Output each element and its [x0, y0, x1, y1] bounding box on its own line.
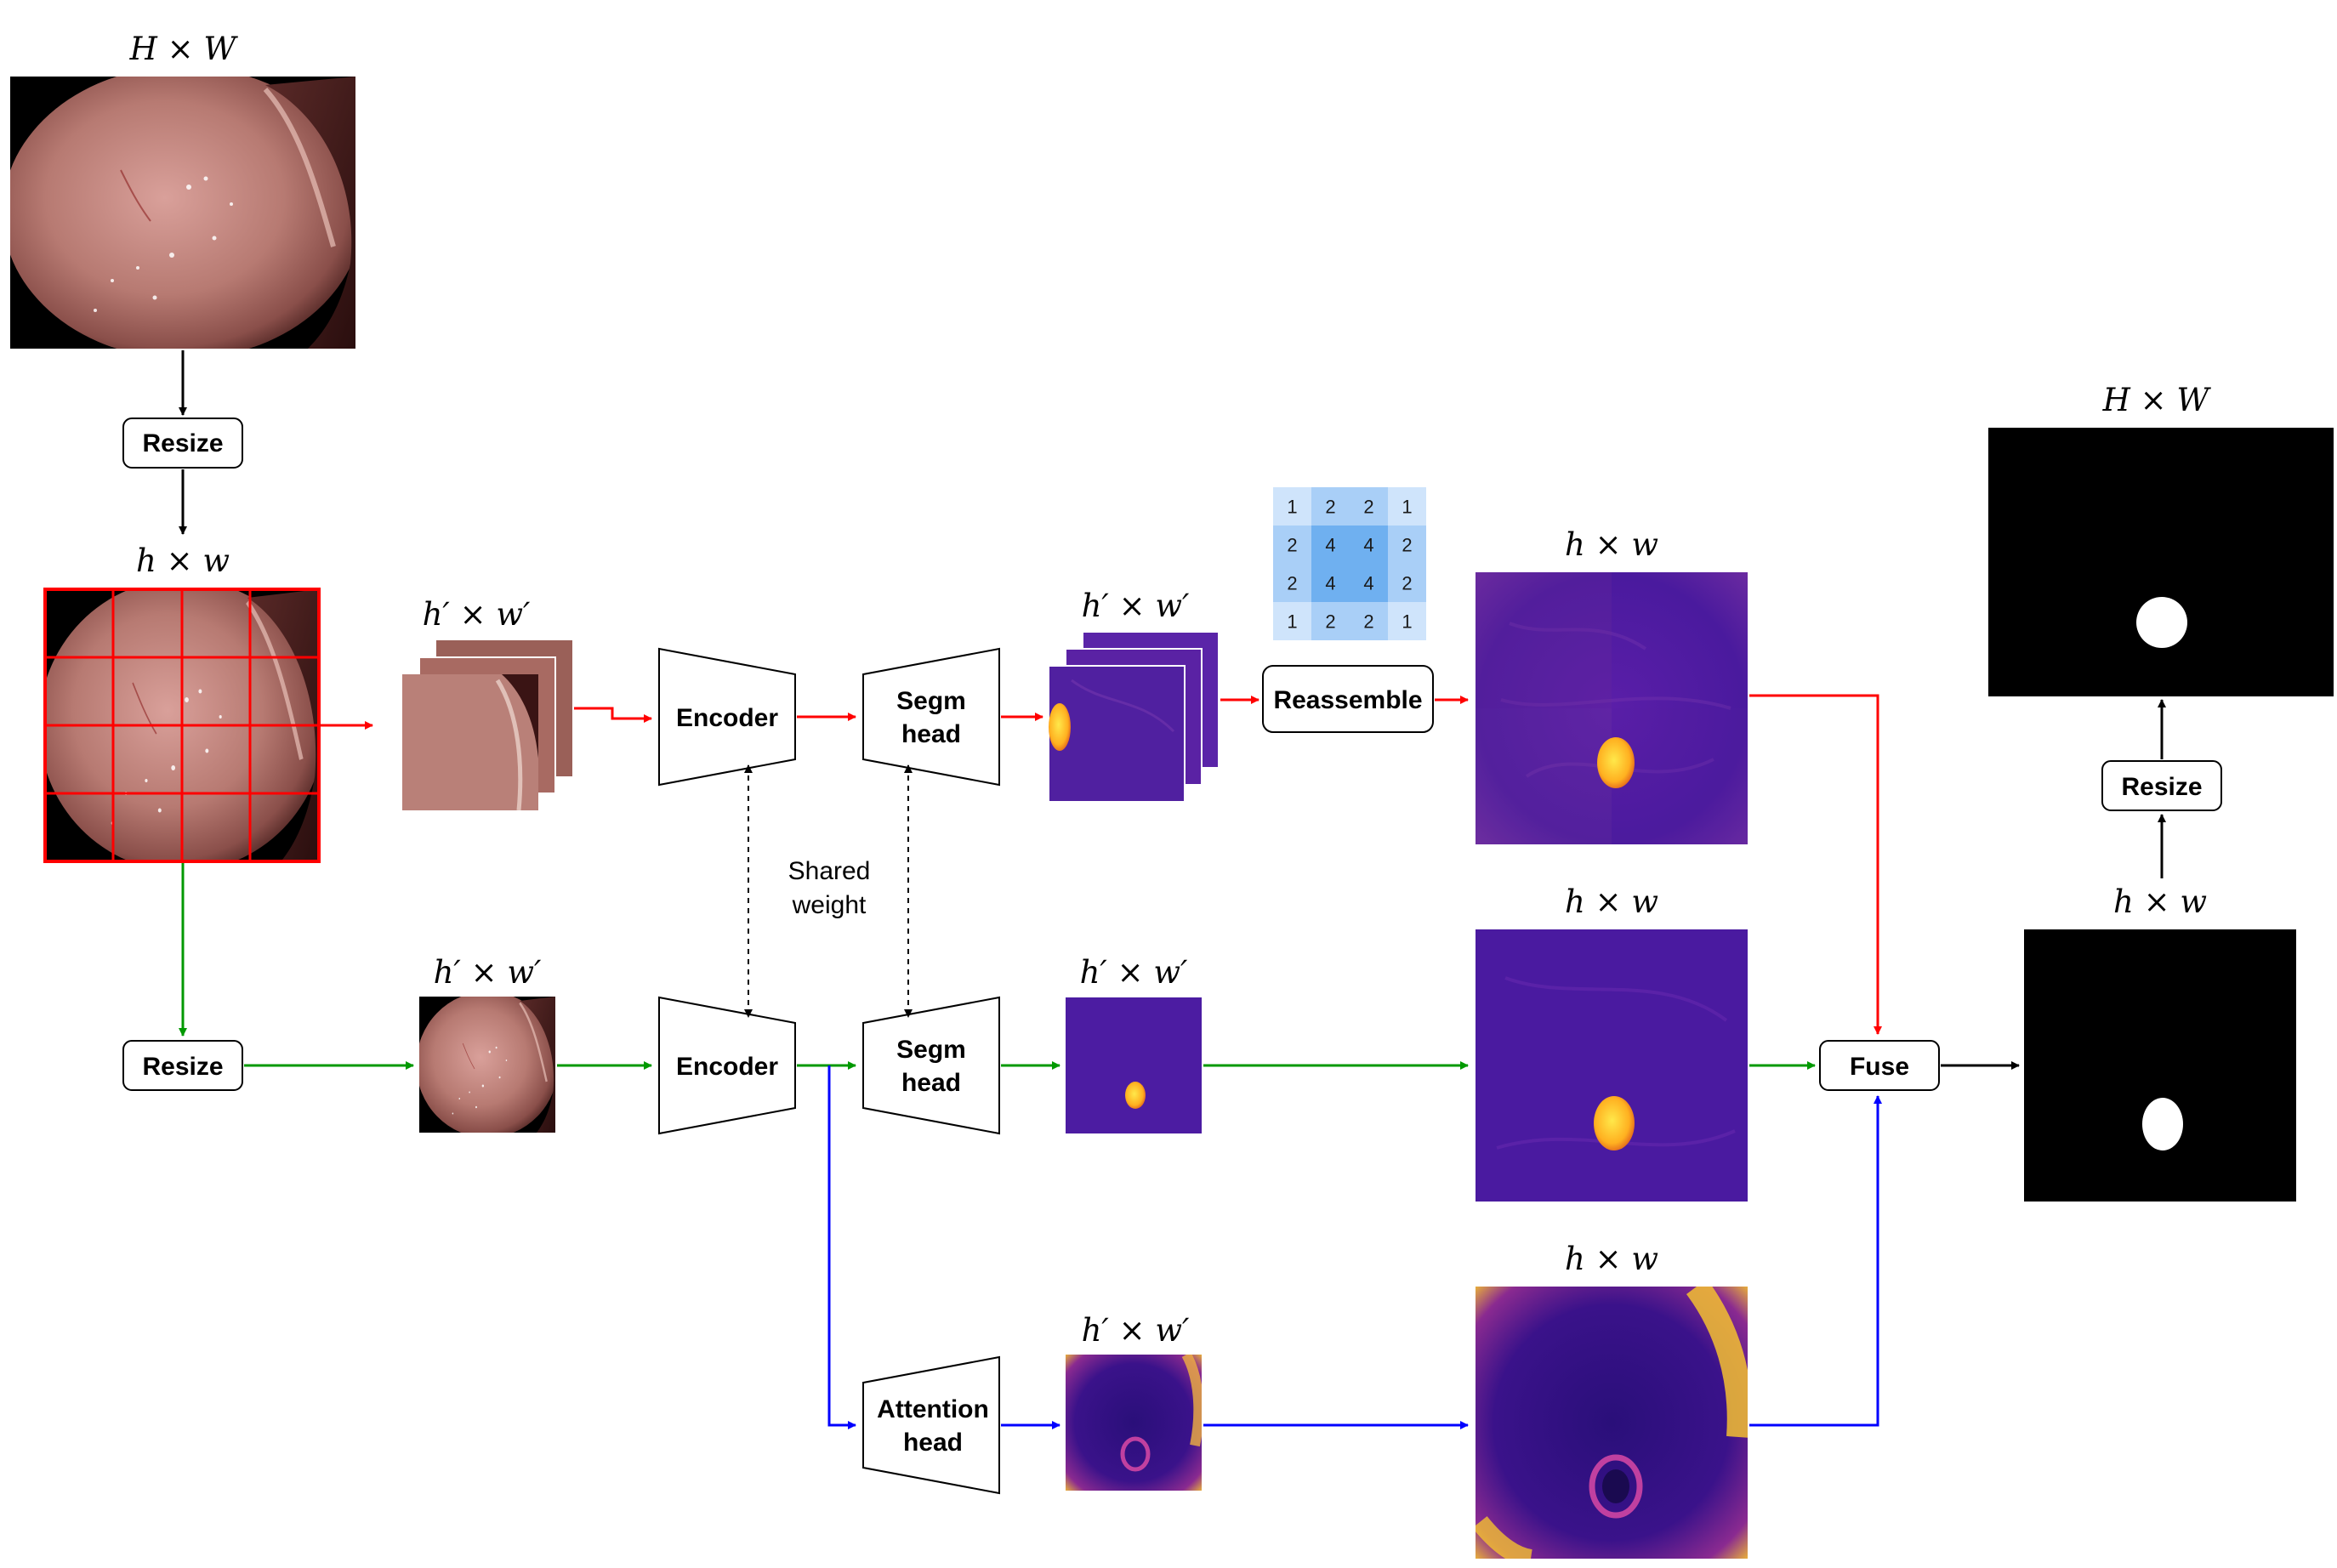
encoder-top-block: Encoder: [658, 647, 796, 787]
weight-cell-value: 2: [1325, 611, 1335, 633]
arrow-encoder-to-attention: [827, 1065, 856, 1429]
weight-cell: [1311, 487, 1350, 526]
dim-label-patch-pred-top: h′ × w′: [1082, 588, 1190, 624]
reassembled-prediction-map: [1474, 571, 1749, 846]
weight-cell: [1311, 526, 1350, 564]
weight-cell: [1273, 564, 1311, 602]
input-endoscopy-image: [3, 66, 363, 359]
weight-cell-value: 2: [1402, 573, 1412, 594]
resize-global-block: Resize: [122, 1040, 243, 1091]
dim-label-fused-mask: h × w: [2113, 883, 2207, 920]
weight-cell: [1273, 602, 1311, 640]
fuse-label: Fuse: [1850, 1053, 1909, 1081]
weight-cell-value: 1: [1402, 497, 1412, 518]
shared-weight-label-2: weight: [792, 891, 867, 919]
resize-top-label: Resize: [142, 429, 223, 457]
segm-head-bottom-label-1: Segm: [896, 1036, 966, 1064]
arrow-reassembled-to-fuse: [1749, 694, 1882, 1035]
weight-cell: [1350, 602, 1388, 640]
weight-cell: [1311, 564, 1350, 602]
resize-output-label: Resize: [2121, 773, 2202, 801]
weight-cell-value: 2: [1363, 611, 1373, 633]
segm-head-bottom-label-2: head: [901, 1069, 961, 1097]
attention-head-block: Attention head: [862, 1355, 1000, 1495]
overlap-weight-grid: 1 2 2 1 2 4 4 2 2 4 4 2 1 2 2 1: [1273, 487, 1426, 640]
attention-map-large: [1476, 1287, 1748, 1559]
final-mask: [1988, 428, 2334, 696]
weight-cell-value: 1: [1402, 611, 1412, 633]
dim-label-original: H × W: [129, 31, 239, 67]
weight-cell: [1388, 526, 1426, 564]
weight-cell-value: 4: [1325, 535, 1335, 556]
weight-cell: [1273, 487, 1311, 526]
global-resized-image: [419, 997, 555, 1133]
weight-cell: [1388, 487, 1426, 526]
fused-mask: [2024, 929, 2296, 1202]
encoder-top-label: Encoder: [676, 704, 778, 732]
weight-cell-value: 2: [1363, 497, 1373, 518]
resize-top-block: Resize: [122, 418, 243, 469]
patch-stack: [402, 640, 572, 810]
dim-label-patch-attention: h′ × w′: [1082, 1312, 1190, 1349]
segm-head-top-label-2: head: [901, 720, 961, 748]
patch-prediction-stack: [1048, 631, 1220, 803]
arrow-attention-map-to-fuse: [1749, 1095, 1882, 1427]
weight-cell-value: 1: [1287, 611, 1297, 633]
weight-cell-value: 1: [1287, 497, 1297, 518]
segm-head-top-block: Segm head: [862, 647, 1000, 787]
resize-output-block: Resize: [2101, 760, 2222, 811]
attention-head-label-2: head: [903, 1429, 963, 1457]
dim-label-resized: h × w: [136, 543, 230, 579]
weight-cell: [1388, 602, 1426, 640]
weight-cell-value: 2: [1287, 535, 1297, 556]
encoder-bottom-block: Encoder: [658, 996, 796, 1135]
segm-head-top-label-1: Segm: [896, 687, 966, 715]
weight-cell-value: 2: [1402, 535, 1412, 556]
dim-label-reassembled: h × w: [1565, 526, 1658, 563]
weight-cell-value: 4: [1363, 535, 1373, 556]
weight-cell-value: 2: [1287, 573, 1297, 594]
global-prediction-small: [1066, 997, 1202, 1133]
dim-label-global-map: h × w: [1565, 883, 1658, 920]
weight-cell: [1388, 564, 1426, 602]
dim-label-patch-top: h′ × w′: [423, 596, 531, 633]
segm-head-bottom-block: Segm head: [862, 996, 1000, 1135]
resize-global-label: Resize: [142, 1053, 223, 1081]
attention-map-small: [1066, 1355, 1202, 1491]
dim-label-patch-global-pred: h′ × w′: [1080, 954, 1188, 991]
weight-cell: [1350, 564, 1388, 602]
reassemble-label: Reassemble: [1273, 686, 1422, 714]
weight-cell-value: 2: [1325, 497, 1335, 518]
global-prediction-map: [1476, 929, 1748, 1202]
weight-cell: [1311, 602, 1350, 640]
weight-cell: [1350, 487, 1388, 526]
weight-cell-value: 4: [1363, 573, 1373, 594]
dim-label-attention-map: h × w: [1565, 1241, 1658, 1277]
dim-label-patch-global: h′ × w′: [434, 954, 542, 991]
weight-cell: [1350, 526, 1388, 564]
reassemble-block: Reassemble: [1262, 665, 1434, 733]
weight-cell: [1273, 526, 1311, 564]
fuse-block: Fuse: [1819, 1040, 1940, 1091]
encoder-bottom-label: Encoder: [676, 1053, 778, 1081]
dim-label-final-mask: H × W: [2102, 382, 2212, 418]
arrow-patches-to-encoder: [574, 707, 652, 723]
weight-cell-value: 4: [1325, 573, 1335, 594]
attention-head-label-1: Attention: [877, 1395, 989, 1423]
shared-weight-label-1: Shared: [788, 857, 871, 885]
